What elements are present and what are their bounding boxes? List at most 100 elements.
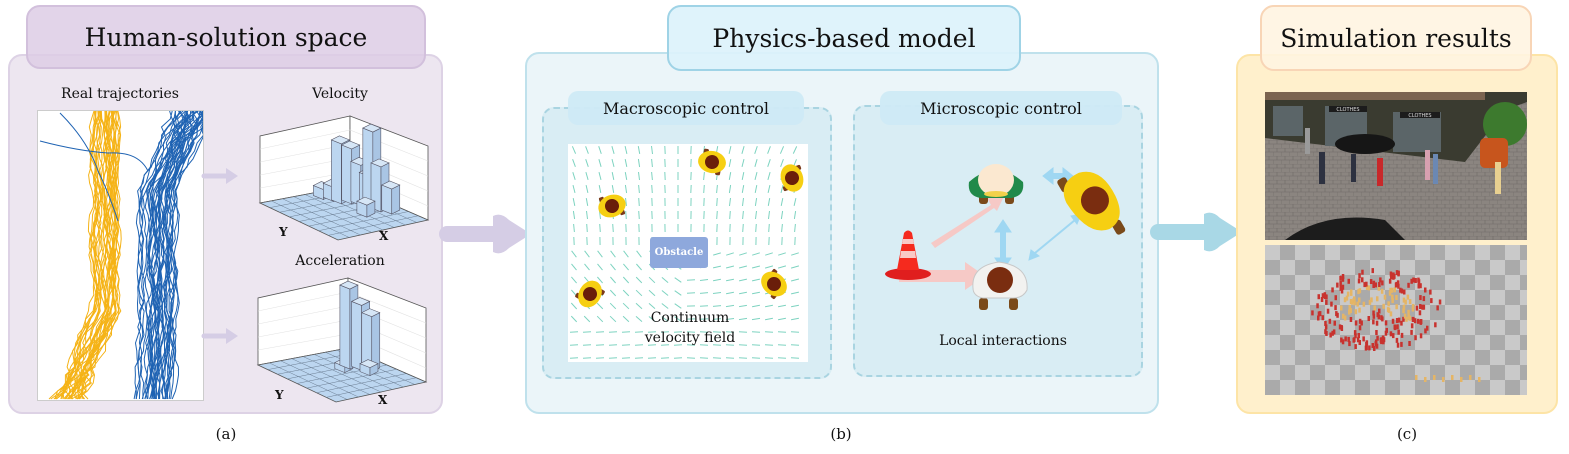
checker-tile — [1310, 320, 1325, 335]
velocity-field-arrow — [725, 357, 735, 359]
crowd-agent — [1478, 377, 1481, 382]
velocity-field-arrow — [741, 158, 745, 168]
continuum-velocity-field — [568, 144, 808, 362]
checker-tile — [1310, 275, 1325, 290]
acceleration-hist-floor-grid — [314, 354, 393, 390]
crowd-agent — [1391, 298, 1394, 304]
velocity-field-arrow — [634, 357, 644, 359]
crowd-agent — [1358, 297, 1361, 303]
velocity-field-arrow — [622, 276, 630, 284]
checker-tile — [1490, 335, 1505, 350]
acceleration-hist-floor-grid — [326, 377, 417, 398]
crowd-agent — [1343, 297, 1347, 303]
checker-tile — [1415, 365, 1430, 380]
clothes-sign-1: CLOTHES — [1336, 107, 1359, 113]
acceleration-hist-bar — [339, 284, 351, 370]
velocity-axis-x: X — [379, 229, 389, 243]
velocity-field-arrow — [742, 223, 744, 233]
acceleration-axis-y: Y — [275, 388, 284, 402]
crowd-agent — [1349, 317, 1353, 322]
velocity-field-arrow — [729, 210, 731, 220]
crowd-agent — [1324, 321, 1327, 326]
crowd-agent — [1374, 282, 1377, 288]
acceleration-hist-bar-top — [350, 297, 371, 306]
velocity-field-arrow — [767, 184, 771, 194]
crowd-agent — [1361, 277, 1364, 283]
crowd-agent — [1367, 285, 1371, 291]
velocity-field-arrow — [674, 303, 682, 309]
acceleration-hist-grid — [257, 305, 349, 325]
crowd-agent — [1415, 305, 1419, 311]
crowd-agent — [1358, 307, 1361, 313]
crowd-agent — [1341, 284, 1345, 290]
acceleration-label: Acceleration — [295, 253, 385, 269]
checker-tile — [1295, 365, 1310, 380]
pedestrian-agent-icon — [575, 280, 605, 308]
crowd-agent — [1402, 304, 1406, 310]
crowd-agent — [1383, 294, 1387, 300]
crowd-agent — [1361, 269, 1364, 275]
crowd-agent — [1442, 377, 1445, 382]
checker-tile — [1280, 365, 1295, 380]
acceleration-axis-x: X — [378, 393, 388, 407]
crowd-agent — [1395, 295, 1398, 300]
acceleration-hist-grid — [257, 291, 349, 312]
checker-tile — [1370, 365, 1385, 380]
trajectory-lines — [39, 111, 203, 400]
crowd-agent — [1382, 303, 1385, 309]
velocity-field-arrow — [726, 291, 734, 295]
crowd-agent — [1426, 325, 1429, 331]
crowd-agent — [1460, 377, 1463, 382]
crowd-agent — [1379, 277, 1382, 283]
velocity-field-arrow — [572, 172, 576, 180]
checker-tile — [1460, 335, 1475, 350]
velocity-field-arrow — [610, 250, 616, 258]
crowd-agent — [1391, 318, 1395, 324]
velocity-field-arrow — [686, 344, 696, 346]
velocity-field-arrow — [597, 250, 603, 258]
checker-tile — [1430, 335, 1445, 350]
velocity-field-arrow — [781, 223, 783, 233]
velocity-field-arrow — [754, 171, 758, 181]
velocity-field-arrow — [703, 171, 705, 181]
velocity-field-arrow — [755, 223, 757, 233]
checker-tile — [1385, 320, 1400, 335]
trajectory-blue — [155, 111, 199, 400]
velocity-field-arrow — [573, 223, 575, 233]
crowd-agent — [1400, 332, 1404, 338]
crowd-agent — [1340, 305, 1343, 311]
crowd-agent — [1365, 285, 1369, 290]
crowd-agent — [1368, 299, 1372, 305]
velocity-field-arrow — [713, 252, 721, 256]
crowd-agent — [1399, 287, 1402, 293]
crowd-agent — [1417, 318, 1420, 324]
crowd-agent — [1408, 299, 1412, 305]
crowd-agent — [1348, 341, 1351, 347]
crowd-agent — [1392, 333, 1395, 339]
velocity-field-arrow — [725, 318, 735, 320]
velocity-field-arrow — [585, 146, 589, 154]
pedestrian-agent-icon — [780, 164, 804, 192]
trajectory-yellow — [55, 111, 99, 400]
checker-tile — [1460, 380, 1475, 395]
crowd-agent — [1376, 296, 1379, 302]
crowd-agent — [1332, 329, 1336, 335]
checker-tile — [1430, 350, 1445, 365]
crowd-agent — [1334, 305, 1337, 311]
crowd-agent — [1429, 289, 1432, 295]
checker-tile — [1325, 380, 1340, 395]
velocity-field-arrow — [608, 344, 618, 346]
checker-tile — [1490, 380, 1505, 395]
crowd-agent — [1368, 345, 1371, 351]
crowd-agent — [1324, 324, 1328, 330]
checker-tile — [1520, 320, 1527, 335]
velocity-field-arrow — [599, 223, 601, 233]
velocity-field-arrow — [609, 289, 617, 297]
crowd-agent — [1336, 282, 1339, 288]
velocity-field-arrow — [673, 344, 683, 346]
velocity-axis-y: Y — [279, 225, 288, 239]
crowd-agent — [1354, 344, 1357, 350]
crowd-agent — [1436, 305, 1439, 311]
crowd-agent — [1316, 303, 1319, 309]
velocity-field-arrow — [571, 276, 577, 284]
